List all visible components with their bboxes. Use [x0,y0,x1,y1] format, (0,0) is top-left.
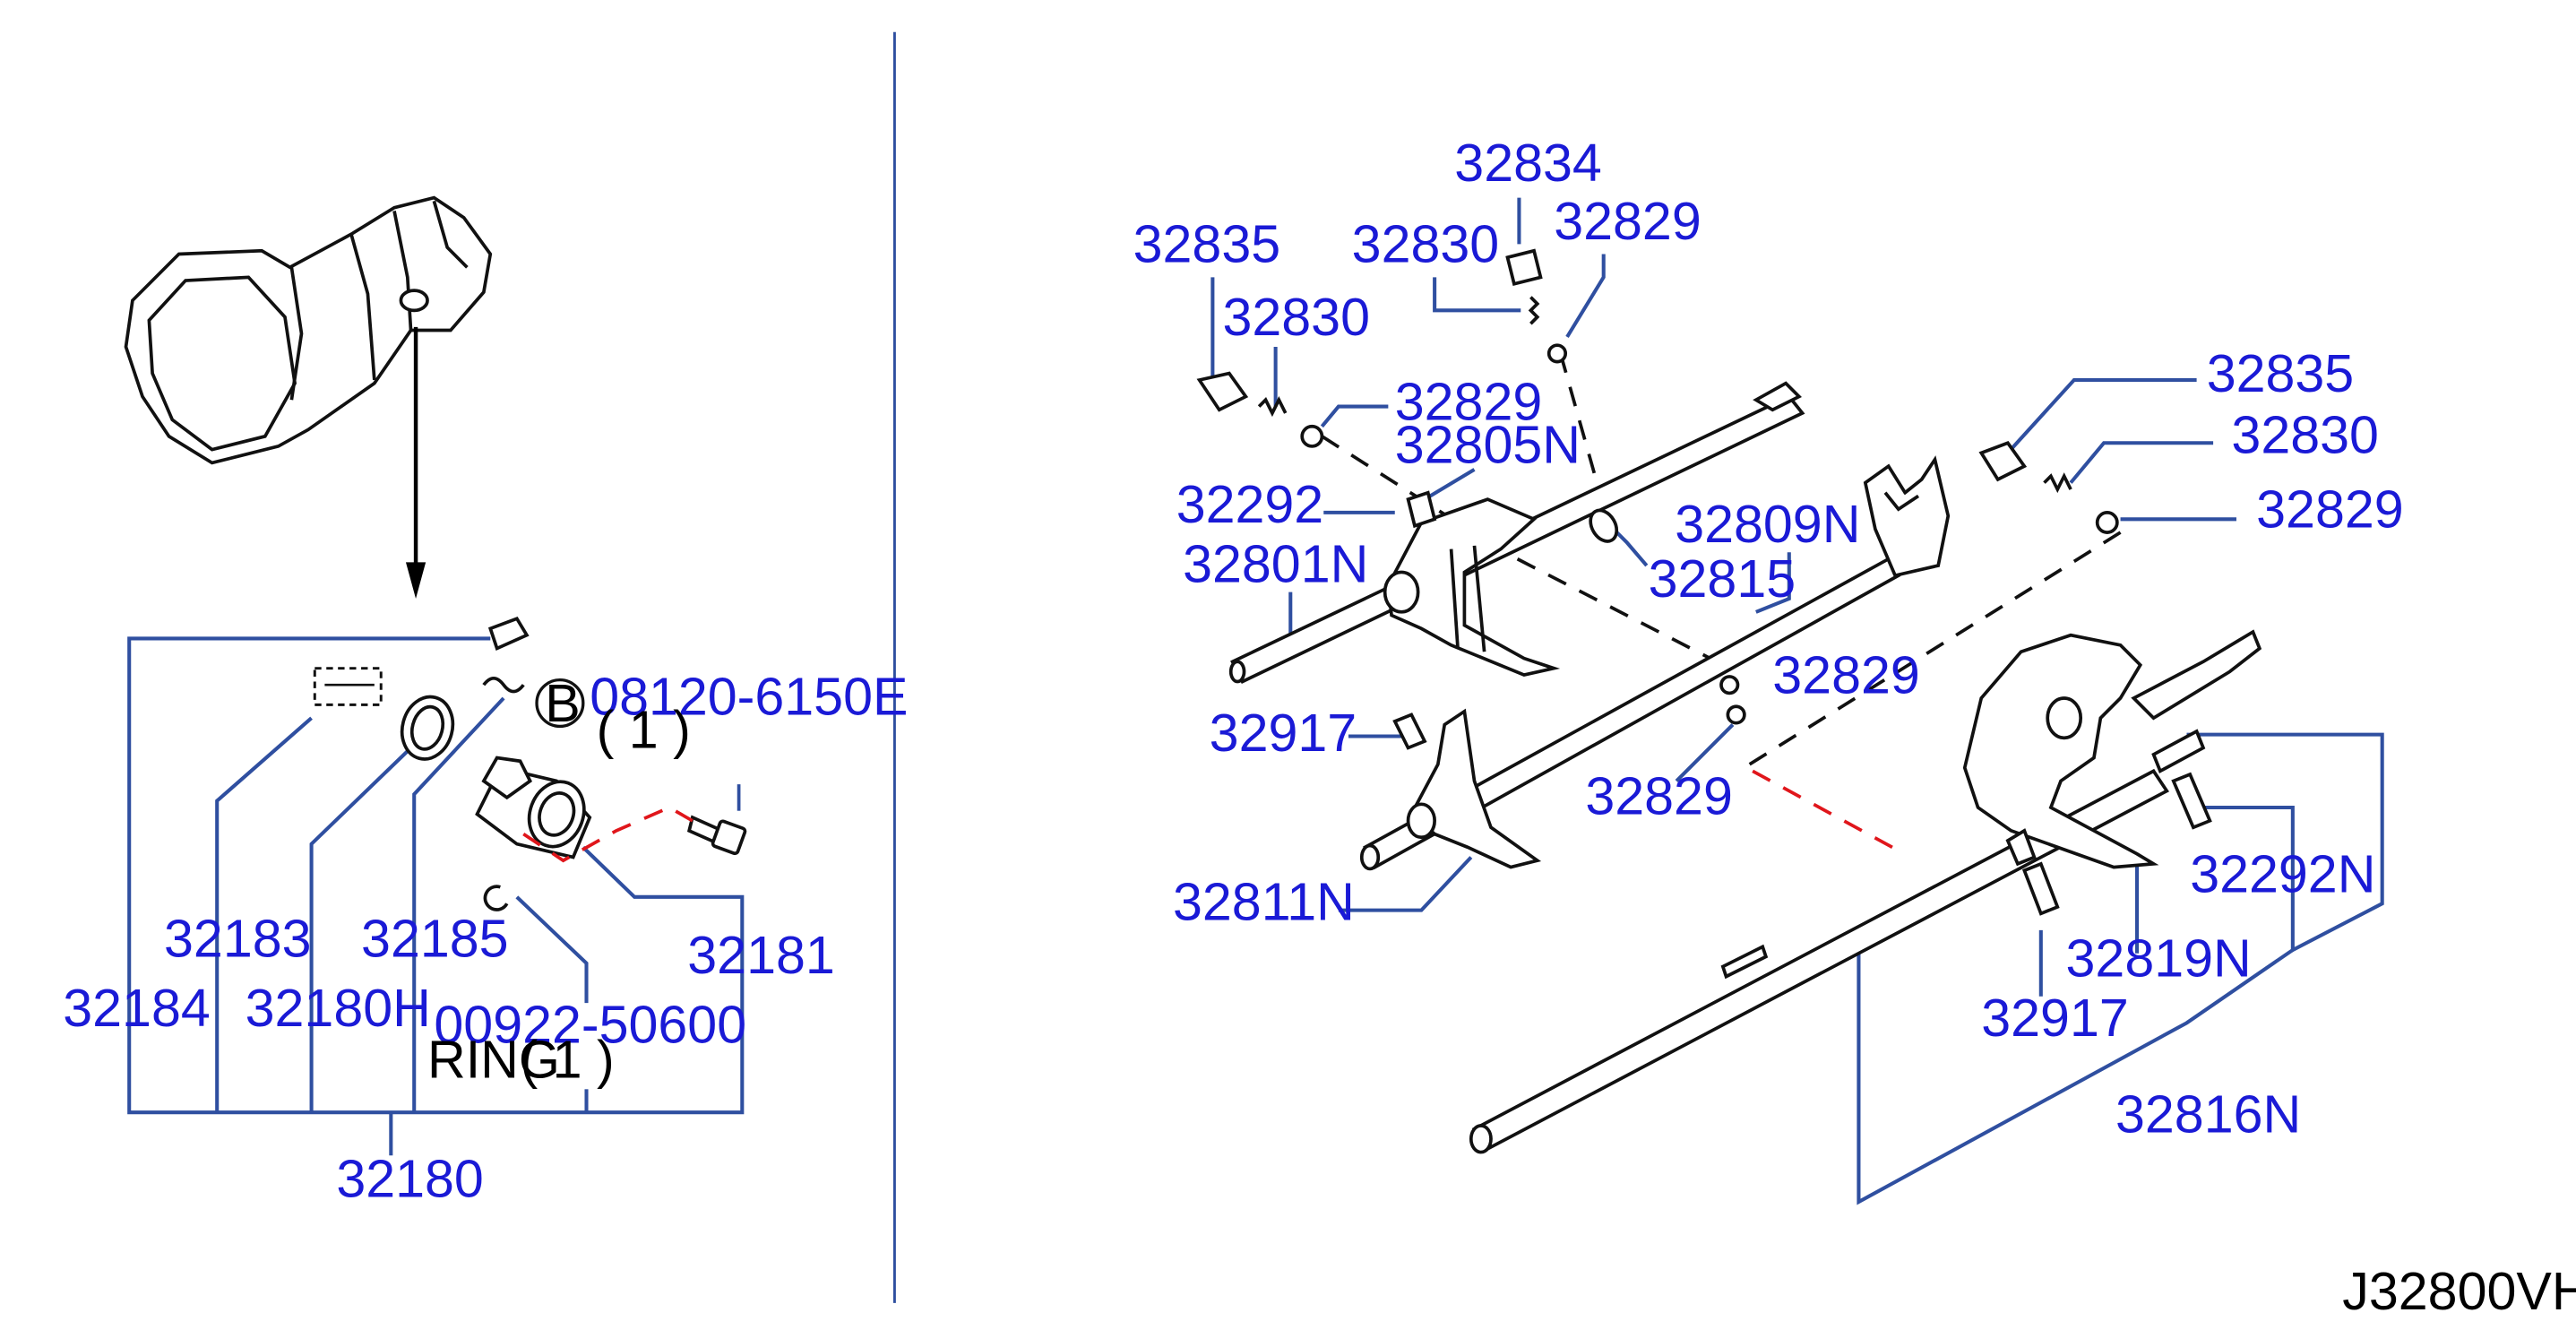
interlock-ball-b [1726,704,1746,725]
shift-rod-middle [1359,455,1951,871]
detent-spring-right [2043,472,2072,494]
assembly-arrow [405,326,426,600]
snap-ring [483,885,509,911]
detent-plug-left [1196,371,1249,412]
shift-rod-upper [1228,381,1805,684]
part-label-32819n[interactable]: 32819N [2066,928,2252,989]
interlock-pin [1589,508,1619,543]
interlock-ball-a [1719,675,1740,695]
shift-rod-lower [1469,729,2206,1154]
part-label-32835-left[interactable]: 32835 [1133,214,1280,274]
shift-fork-middle [1392,708,1542,869]
right-panel: 32834 32835 32830 32829 32830 32829 3280… [1133,133,2404,1205]
part-label-32809n[interactable]: 32809N [1675,494,1860,554]
detent-plug-right [1978,441,2028,482]
part-label-32292n[interactable]: 32292N [2190,843,2375,903]
part-label-32805n[interactable]: 32805N [1395,414,1581,474]
right-leader-lines [1210,197,2384,1205]
part-label-32917-left[interactable]: 32917 [1210,703,1357,763]
part-label-00922-50600[interactable]: 00922-50600 [434,995,746,1055]
part-label-32184[interactable]: 32184 [63,978,211,1038]
detent-spring-left [1257,396,1288,418]
part-label-32816n[interactable]: 32816N [2115,1084,2301,1144]
bolt-prefix-letter: B [545,673,580,733]
part-label-32815[interactable]: 32815 [1649,548,1796,609]
part-label-32829-lower[interactable]: 32829 [1585,765,1732,825]
left-leader-lines [127,636,745,1156]
bolt-callout: B [535,673,585,733]
part-label-32181[interactable]: 32181 [687,925,835,985]
speedometer-gear [313,667,383,706]
left-panel: B 32184 32183 32180H 32185 32181 32180 0… [63,195,908,1208]
part-label-32180h[interactable]: 32180H [246,978,431,1038]
part-label-32801n[interactable]: 32801N [1183,534,1368,594]
transmission-case-illustration [124,195,493,465]
part-label-32830-top[interactable]: 32830 [1352,214,1500,274]
part-label-32835-right[interactable]: 32835 [2207,343,2355,403]
ring-note-text: RING [427,1029,560,1089]
part-label-32917-right[interactable]: 32917 [1981,988,2129,1048]
part-label-32830-right[interactable]: 32830 [2231,404,2379,464]
part-label-32292[interactable]: 32292 [1176,474,1324,534]
speedometer-parts [313,616,747,911]
ring-quantity: ( 1 ) [521,1029,615,1089]
bolt-quantity: ( 1 ) [597,699,691,759]
part-label-32829-top[interactable]: 32829 [1554,191,1702,251]
gear-pin [482,676,525,694]
part-label-08120-6150e[interactable]: 08120-6150E [590,666,908,726]
part-label-32811n[interactable]: 32811N [1173,872,1355,932]
detent-ball-right [2095,511,2119,534]
part-label-32829-left[interactable]: 32829 [1395,371,1542,431]
detent-plug-top [1505,248,1543,287]
part-label-32830-left[interactable]: 32830 [1222,287,1369,347]
part-label-32180[interactable]: 32180 [336,1148,484,1208]
detent-hardware [1196,248,2119,725]
part-label-32829-right[interactable]: 32829 [2256,479,2404,540]
detent-spring-top [1528,296,1540,325]
detent-ball-left [1300,424,1324,448]
drawing-code: J32800VH [2342,1261,2576,1321]
retainer-bolt [686,784,747,856]
detent-ball-top [1546,343,1568,364]
part-label-32183[interactable]: 32183 [164,908,312,968]
speedometer-sleeve [475,756,592,859]
shift-fork-upper [1383,490,1561,678]
part-label-32829-interlock[interactable]: 32829 [1772,644,1920,704]
shift-fork-lower [1962,629,2262,916]
part-label-32185[interactable]: 32185 [361,908,509,968]
part-label-32834[interactable]: 32834 [1454,133,1602,193]
